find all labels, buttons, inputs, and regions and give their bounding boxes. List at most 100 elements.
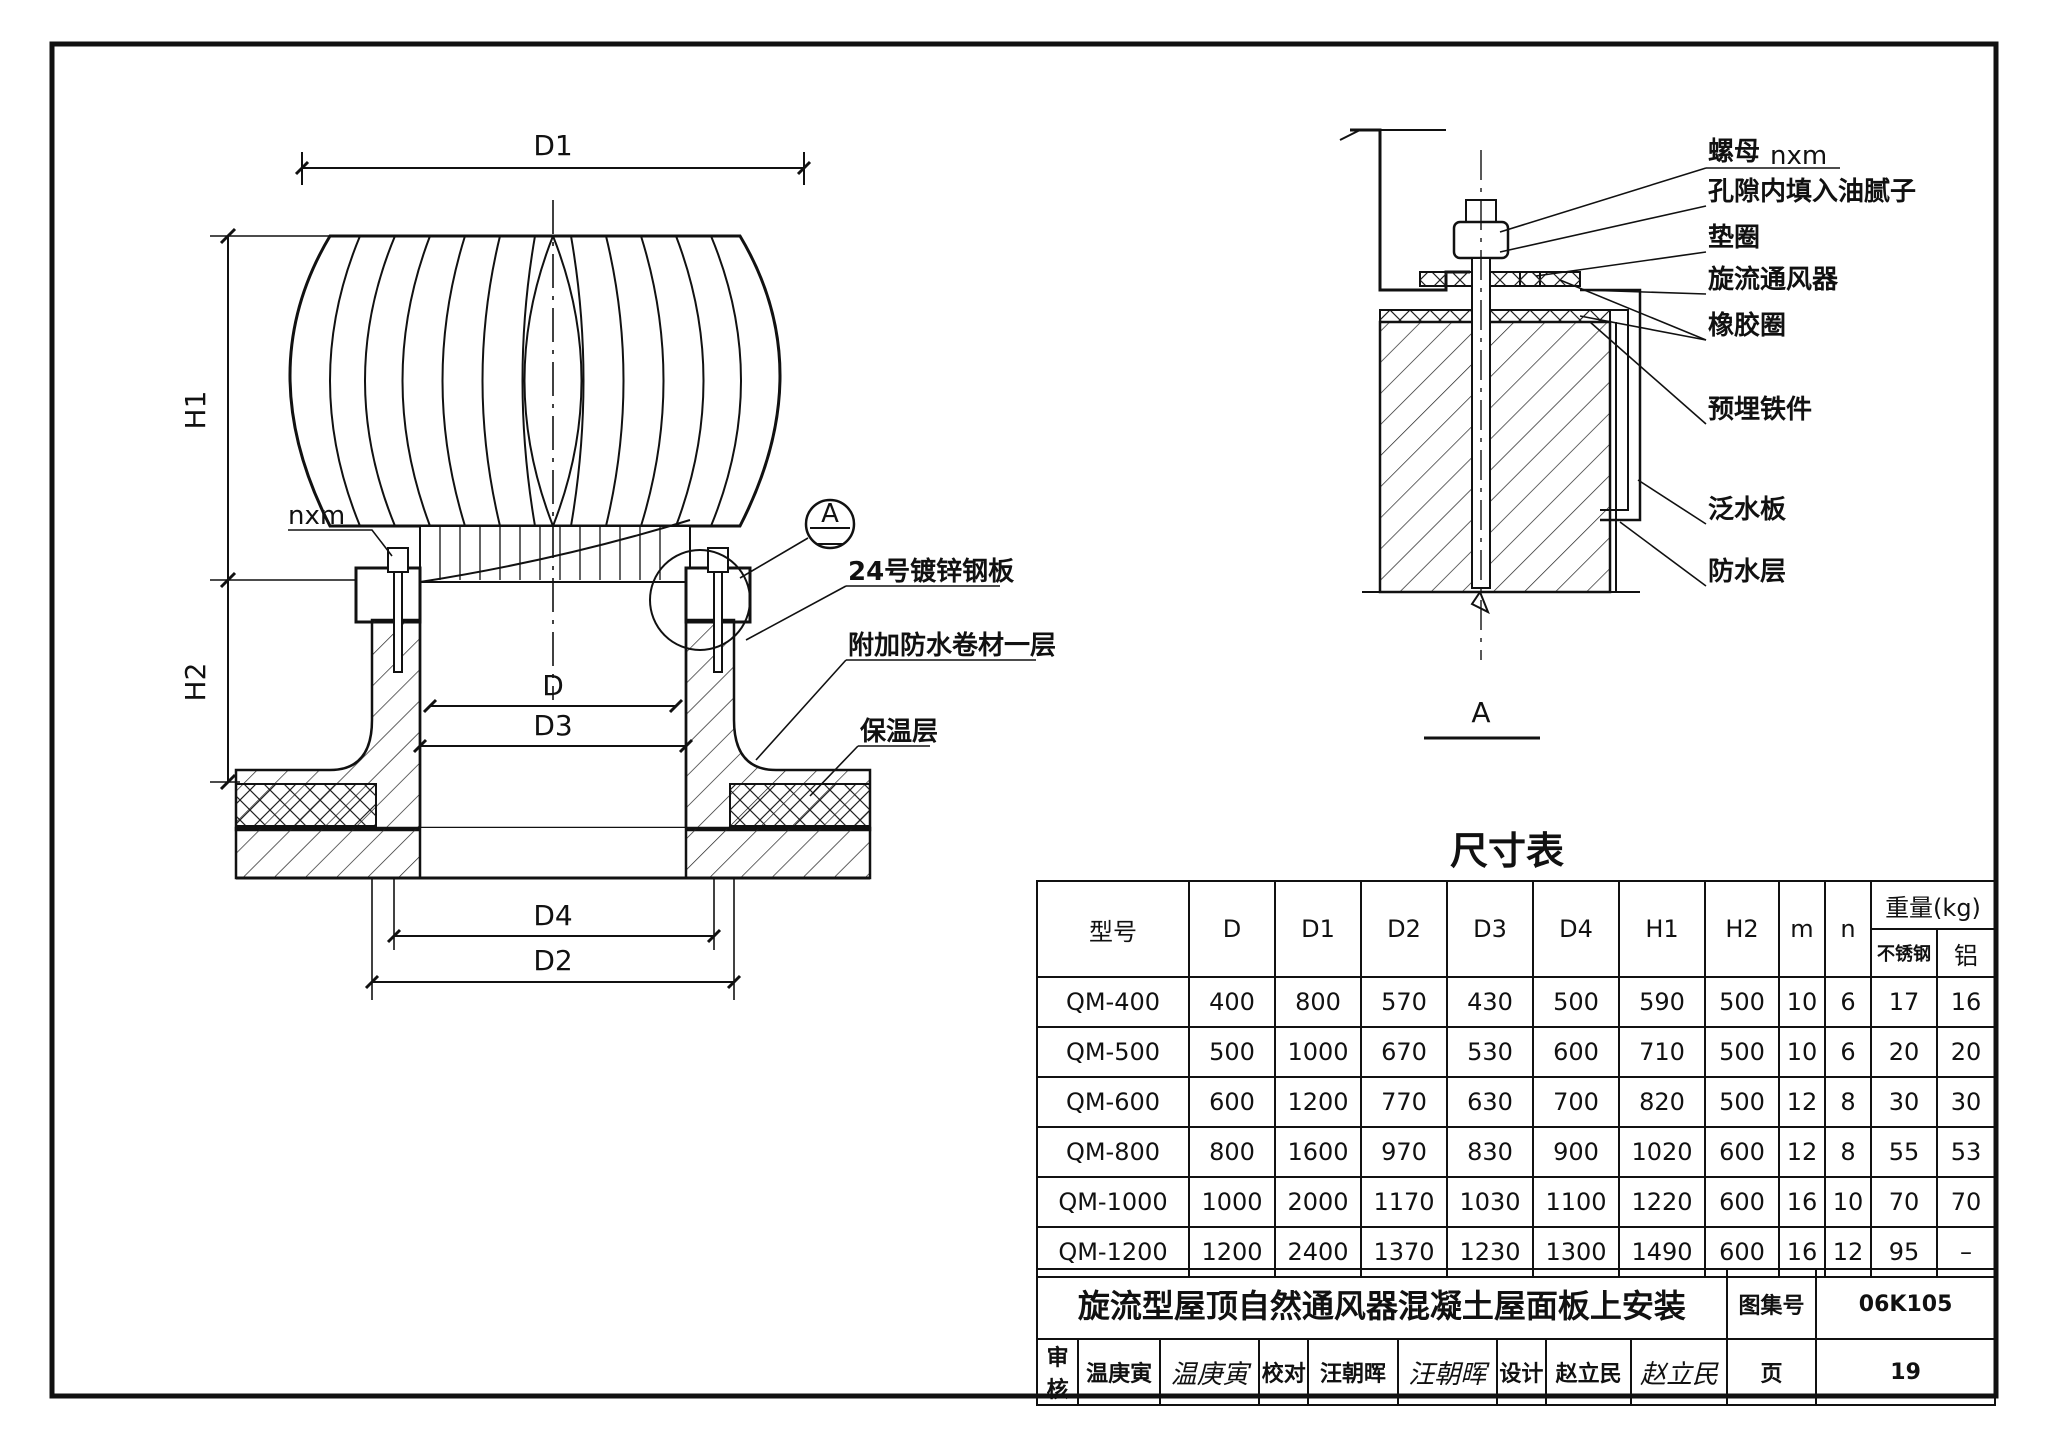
cell: 500 — [1188, 1026, 1276, 1078]
drawing-title: 旋流型屋顶自然通风器混凝土屋面板上安装 — [1036, 1268, 1728, 1340]
ventilator-elevation: D1 H1 H2 — [179, 129, 1056, 1000]
cell: 1000 — [1188, 1176, 1276, 1228]
checker-signature: 汪朝晖 — [1396, 1338, 1498, 1406]
table-header-row: 型号 D D1 D2 D3 D4 H1 H2 m n 重量(kg) — [1036, 880, 1996, 978]
sheet-border — [49, 41, 1999, 1399]
cell: 800 — [1274, 976, 1362, 1028]
cell: 30 — [1936, 1076, 1996, 1128]
cell: 30 — [1870, 1076, 1938, 1128]
designer-name: 赵立民 — [1544, 1338, 1633, 1406]
cell: 820 — [1618, 1076, 1706, 1128]
cell: 570 — [1360, 976, 1448, 1028]
cell: 600 — [1532, 1026, 1620, 1078]
atlas-label: 图集号 — [1725, 1268, 1818, 1340]
cell: 10 — [1778, 976, 1826, 1028]
cell: 400 — [1188, 976, 1276, 1028]
cell: 8 — [1824, 1076, 1872, 1128]
cell: 16 — [1778, 1176, 1826, 1228]
d1-label: D1 — [533, 129, 572, 162]
cell: 6 — [1824, 976, 1872, 1028]
cell: 70 — [1936, 1176, 1996, 1228]
page-number: 19 — [1815, 1338, 1996, 1406]
cell: 10 — [1778, 1026, 1826, 1078]
cell: 1000 — [1274, 1026, 1362, 1078]
rubber-ring-label: 橡胶圈 — [1708, 310, 1786, 341]
d-label: D — [542, 669, 564, 702]
cell: QM-600 — [1036, 1076, 1190, 1128]
header-m: m — [1778, 880, 1826, 978]
cell: 1170 — [1360, 1176, 1448, 1228]
cell: 900 — [1532, 1126, 1620, 1178]
header-n: n — [1824, 880, 1872, 978]
header-h2: H2 — [1704, 880, 1780, 978]
header-weight: 重量(kg) — [1870, 880, 1996, 930]
review-label: 审核 — [1035, 1338, 1080, 1406]
cell: 500 — [1704, 1076, 1780, 1128]
cell: 1020 — [1618, 1126, 1706, 1178]
flashing-label: 泛水板 — [1708, 495, 1786, 525]
cell: 1100 — [1532, 1176, 1620, 1228]
cell: 590 — [1618, 976, 1706, 1028]
cell: QM-400 — [1036, 976, 1190, 1028]
title-block-row-sign: 审核 温庚寅 温庚寅 校对 汪朝晖 汪朝晖 设计 赵立民 赵立民 页 19 — [1035, 1338, 1996, 1406]
callout-a-label: A — [821, 499, 839, 529]
design-label: 设计 — [1495, 1338, 1547, 1406]
detail-a-title: A — [1471, 696, 1490, 729]
cell: QM-500 — [1036, 1026, 1190, 1078]
putty-label: 孔隙内填入油腻子 — [1708, 177, 1916, 207]
waterproof-layer-label: 防水层 — [1708, 557, 1786, 587]
cell: 1200 — [1274, 1076, 1362, 1128]
extra-waterproof-label: 附加防水卷材一层 — [848, 631, 1056, 661]
reviewer-signature: 温庚寅 — [1159, 1338, 1261, 1406]
detail-a-section: 螺母 nxm 孔隙内填入油腻子 垫圈 旋流通风器 橡胶圈 预埋铁件 泛水板 防水… — [1339, 128, 1916, 740]
cell: 970 — [1360, 1126, 1448, 1178]
page-label: 页 — [1725, 1338, 1818, 1406]
header-d1: D1 — [1274, 880, 1362, 978]
table-title: 尺寸表 — [1450, 829, 1565, 873]
cell: 430 — [1446, 976, 1534, 1028]
cell: 12 — [1778, 1076, 1826, 1128]
cell: 17 — [1870, 976, 1938, 1028]
cell: 700 — [1532, 1076, 1620, 1128]
table-subheader-row: 不锈钢 铝 — [1037, 928, 1996, 978]
check-label: 校对 — [1258, 1338, 1310, 1406]
cell: 8 — [1824, 1126, 1872, 1178]
header-aluminum: 铝 — [1936, 928, 1996, 978]
designer-signature: 赵立民 — [1630, 1338, 1728, 1406]
header-d2: D2 — [1360, 880, 1448, 978]
header-h1: H1 — [1618, 880, 1706, 978]
cell: 1600 — [1274, 1126, 1362, 1178]
header-d: D — [1188, 880, 1276, 978]
header-model: 型号 — [1036, 880, 1190, 978]
reviewer-name: 温庚寅 — [1077, 1338, 1162, 1406]
cell: 530 — [1446, 1026, 1534, 1078]
cell: QM-1000 — [1036, 1176, 1190, 1228]
cell: 600 — [1704, 1126, 1780, 1178]
title-block-row-main: 旋流型屋顶自然通风器混凝土屋面板上安装 图集号 06K105 — [1036, 1268, 1996, 1340]
cell: QM-800 — [1036, 1126, 1190, 1178]
d2-label: D2 — [533, 944, 572, 977]
checker-name: 汪朝晖 — [1307, 1338, 1399, 1406]
cell: 6 — [1824, 1026, 1872, 1078]
h1-label: H1 — [179, 391, 212, 430]
header-stainless: 不锈钢 — [1870, 928, 1938, 978]
ventilator-label: 旋流通风器 — [1708, 265, 1839, 295]
nut-label: 螺母 — [1708, 137, 1760, 167]
insulation-label: 保温层 — [859, 717, 938, 747]
d3-label: D3 — [533, 709, 572, 742]
cell: 10 — [1824, 1176, 1872, 1228]
cell: 830 — [1446, 1126, 1534, 1178]
cell: 500 — [1532, 976, 1620, 1028]
size-table: 型号 D D1 D2 D3 D4 H1 H2 m n 重量(kg) 不锈钢 铝 … — [1036, 880, 1996, 1278]
header-d3: D3 — [1446, 880, 1534, 978]
cell: 20 — [1870, 1026, 1938, 1078]
embedded-iron-label: 预埋铁件 — [1708, 394, 1812, 425]
cell: 800 — [1188, 1126, 1276, 1178]
cell: 70 — [1870, 1176, 1938, 1228]
